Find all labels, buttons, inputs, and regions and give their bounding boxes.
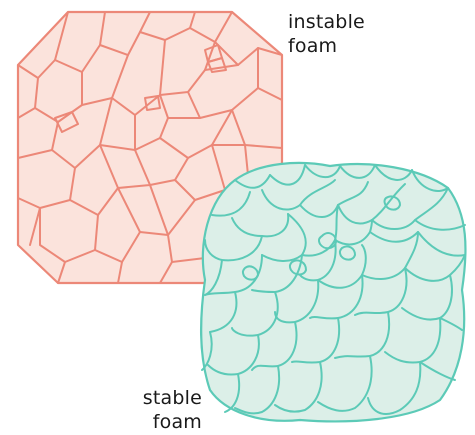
- instable-foam-label-line1: instable: [288, 10, 365, 34]
- stable-foam-label-line2: foam: [120, 410, 202, 434]
- instable-foam-label: instable foam: [288, 10, 365, 58]
- stable-foam-label: stable foam: [120, 386, 202, 434]
- instable-foam-label-line2: foam: [288, 34, 365, 58]
- stable-foam-outline: [201, 163, 465, 421]
- stable-foam-label-line1: stable: [120, 386, 202, 410]
- stable-foam-cluster: [201, 163, 465, 421]
